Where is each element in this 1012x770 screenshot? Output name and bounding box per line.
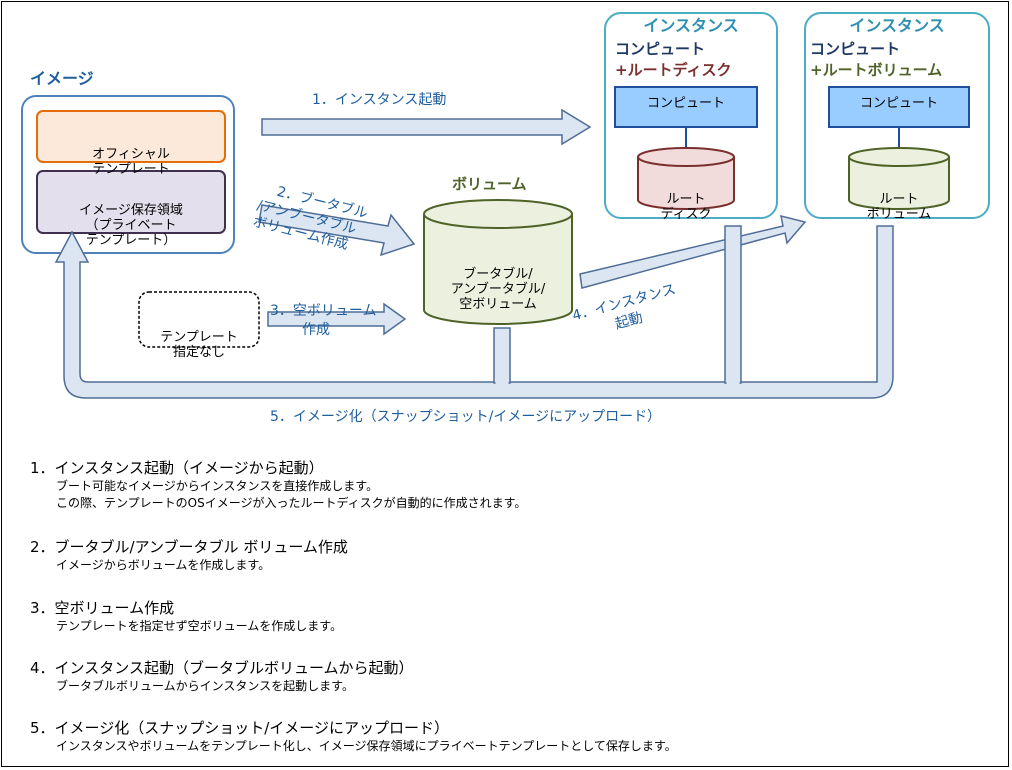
section-2: 2．ブータブル/アンブータブル ボリューム作成 イメージからボリュームを作成しま… bbox=[30, 537, 348, 574]
arrow-3-label: 3．空ボリューム作成 bbox=[270, 302, 377, 338]
section-5-heading: 5．イメージ化（スナップショット/イメージにアップロード） bbox=[30, 719, 450, 737]
official-template-box bbox=[36, 110, 226, 163]
section-3-desc-1: テンプレートを指定せず空ボリュームを作成します。 bbox=[56, 619, 343, 633]
instance1-disk-label: ルートディスク bbox=[660, 191, 712, 222]
instance1-compute-box bbox=[614, 86, 758, 128]
instance2-line2: +ルートボリューム bbox=[810, 61, 943, 79]
no-template-label: テンプレート指定なし bbox=[160, 329, 238, 360]
instance2-title: インスタンス bbox=[849, 16, 945, 35]
volume-cylinder bbox=[423, 199, 573, 325]
diagram-canvas bbox=[21, 12, 990, 399]
section-3: 3．空ボリューム作成 テンプレートを指定せず空ボリュームを作成します。 bbox=[30, 598, 342, 635]
section-2-heading: 2．ブータブル/アンブータブル ボリューム作成 bbox=[30, 538, 348, 556]
instance2-compute-label: コンピュート bbox=[859, 96, 938, 111]
official-template-label: オフィシャルテンプレート bbox=[92, 146, 170, 177]
arrow-5 bbox=[54, 225, 894, 399]
volume-title: ボリューム bbox=[452, 175, 527, 193]
instance1-line1: コンピュート bbox=[615, 40, 706, 58]
private-template-box bbox=[36, 170, 226, 234]
arrow-5-connector-instance1 bbox=[724, 225, 742, 384]
instance1-root-disk-cylinder bbox=[637, 147, 735, 210]
section-4-desc-1: ブータブルボリュームからインスタンスを起動します。 bbox=[56, 679, 354, 693]
instance2-compute-box bbox=[828, 86, 970, 128]
section-1-heading: 1．インスタンス起動（イメージから起動） bbox=[30, 459, 324, 477]
arrow-4 bbox=[579, 214, 807, 289]
arrow-1 bbox=[261, 108, 592, 146]
arrow-5-connector-volume bbox=[493, 327, 511, 384]
instance2-root-volume-cylinder bbox=[848, 147, 950, 210]
arrow-2 bbox=[258, 204, 416, 257]
instance1-compute-label: コンピュート bbox=[646, 96, 725, 111]
instance2-volume-label: ルートボリューム bbox=[866, 191, 932, 222]
section-2-desc-1: イメージからボリュームを作成します。 bbox=[56, 558, 271, 572]
instance1-title: インスタンス bbox=[643, 16, 739, 35]
section-5-desc-1: インスタンスやボリュームをテンプレート化し、イメージ保存領域にプライベートテンプ… bbox=[56, 739, 677, 753]
section-4: 4．インスタンス起動（ブータブルボリュームから起動） ブータブルボリュームからイ… bbox=[30, 658, 414, 695]
image-group-title: イメージ bbox=[30, 69, 94, 88]
section-1: 1．インスタンス起動（イメージから起動） ブート可能なイメージからインスタンスを… bbox=[30, 458, 526, 512]
section-1-desc-2: この際、テンプレートのOSイメージが入ったルートディスクが自動的に作成されます。 bbox=[56, 496, 527, 510]
section-3-heading: 3．空ボリューム作成 bbox=[30, 599, 175, 617]
arrow-3 bbox=[267, 302, 407, 336]
instance2-line1: コンピュート bbox=[810, 40, 901, 58]
section-1-desc-1: ブート可能なイメージからインスタンスを直接作成します。 bbox=[56, 479, 379, 493]
instance1-line2: +ルートディスク bbox=[615, 61, 732, 79]
private-template-label: イメージ保存領域（プライベートテンプレート） bbox=[79, 202, 183, 248]
arrow-1-label: 1．インスタンス起動 bbox=[312, 92, 447, 108]
section-5: 5．イメージ化（スナップショット/イメージにアップロード） インスタンスやボリュ… bbox=[30, 718, 677, 755]
volume-cylinder-label: ブータブル/アンブータブル/空ボリューム bbox=[450, 266, 546, 312]
arrow-5-label: 5．イメージ化（スナップショット/イメージにアップロード） bbox=[270, 409, 662, 425]
section-4-heading: 4．インスタンス起動（ブータブルボリュームから起動） bbox=[30, 659, 414, 677]
no-template-box bbox=[138, 291, 260, 348]
